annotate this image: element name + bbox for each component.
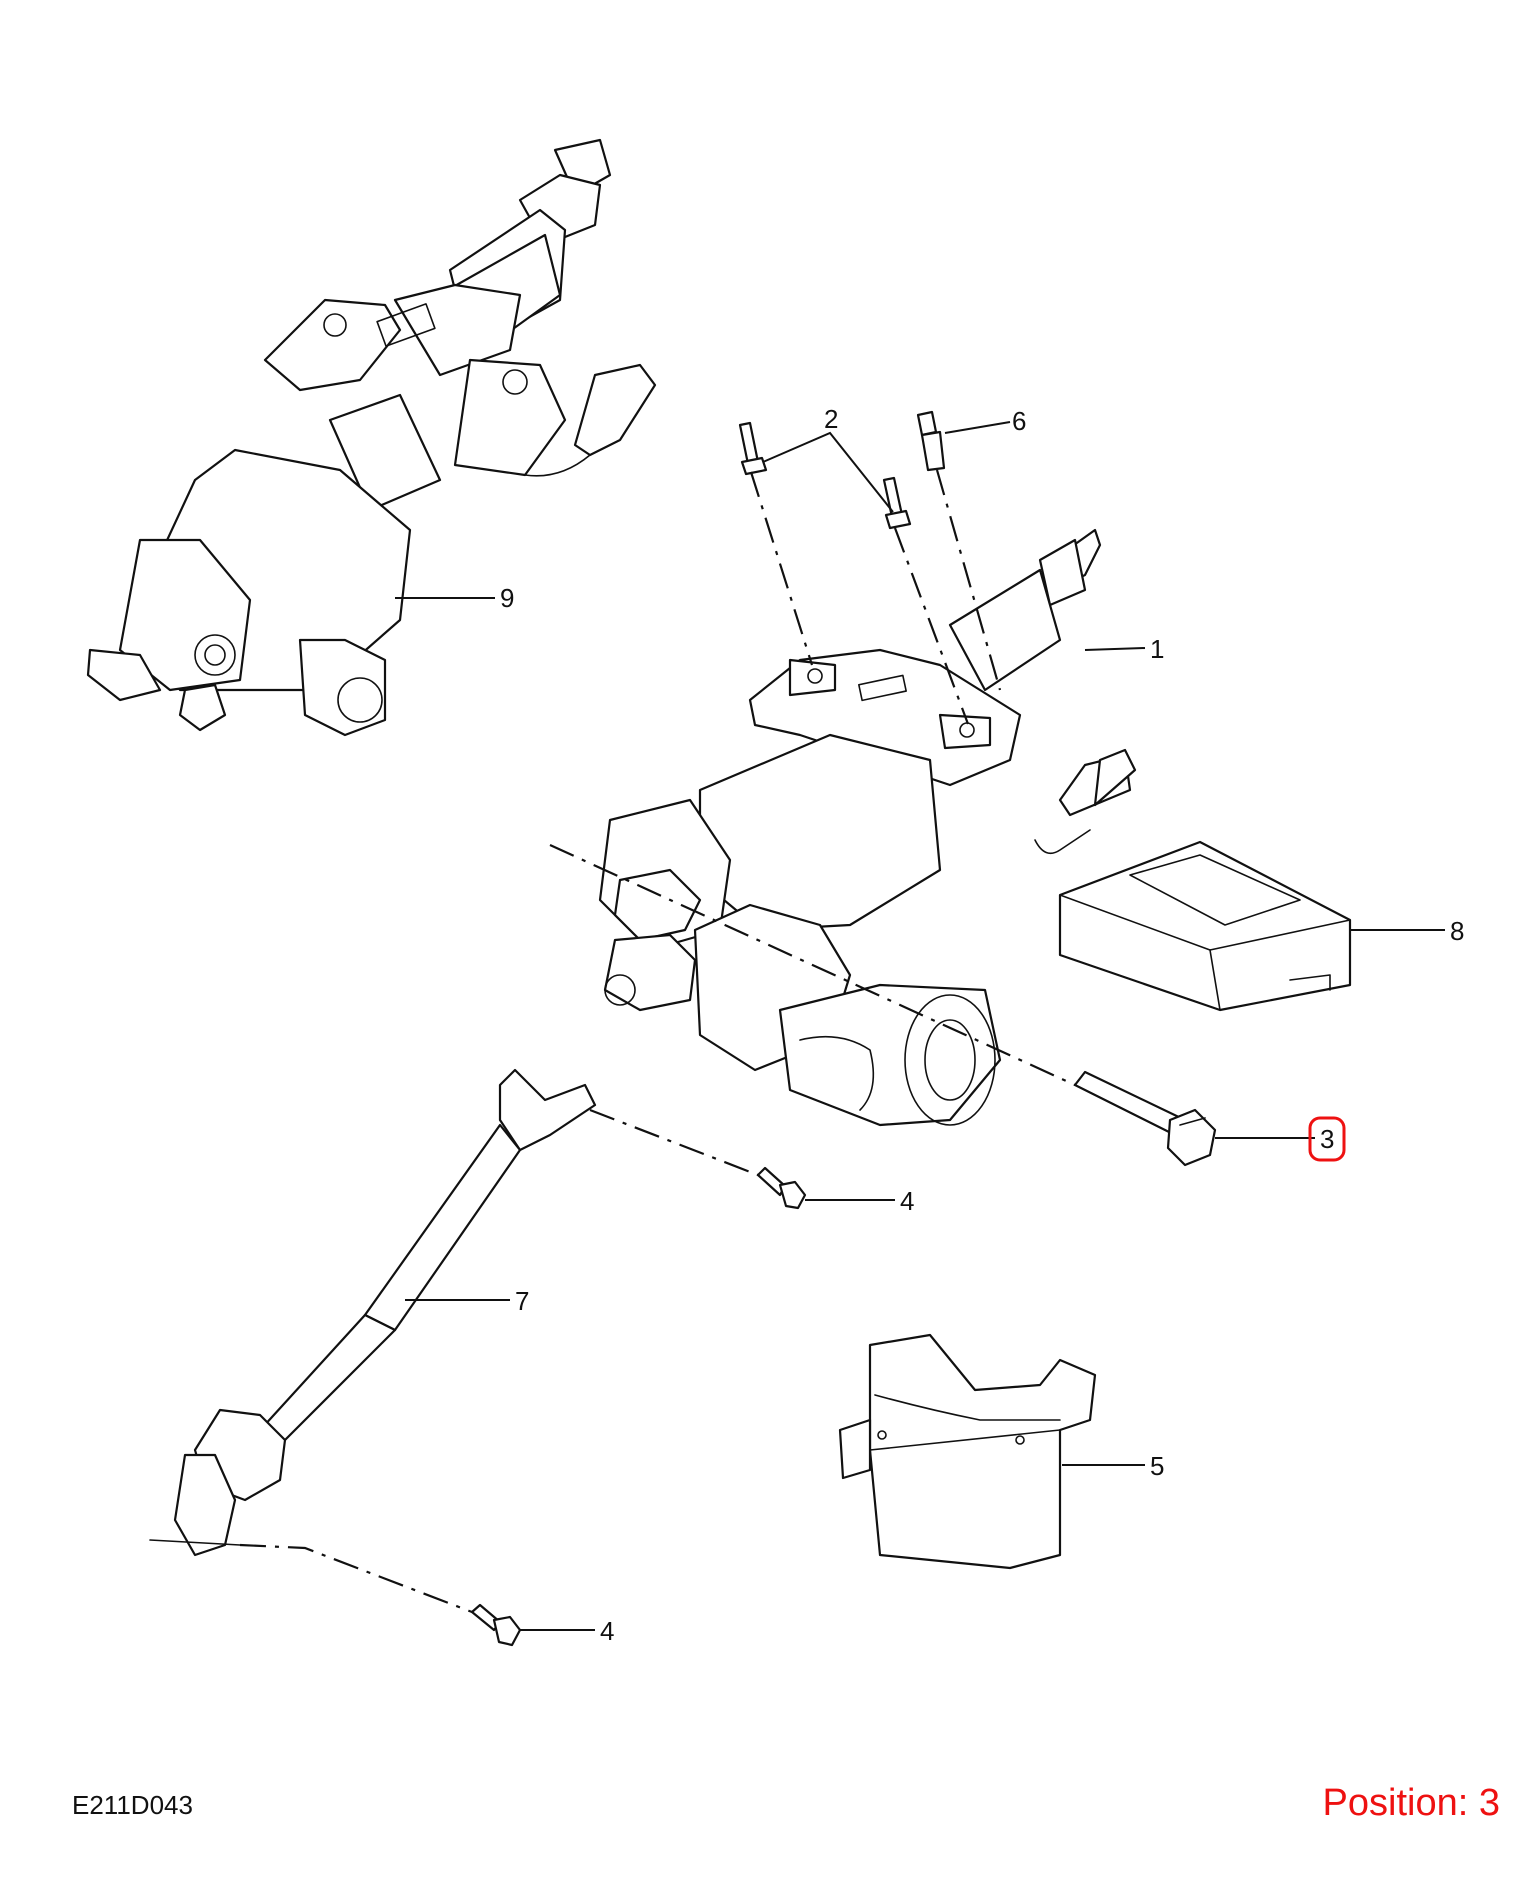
part-2-mounting-bolt-lower[interactable] — [882, 476, 912, 530]
callout-3-highlight — [1308, 1116, 1346, 1162]
drawing-code: E211D043 — [72, 1790, 193, 1820]
part-7-intermediate-shaft[interactable] — [149, 1068, 597, 1557]
position-label: Position: 3 — [1322, 1782, 1500, 1824]
callout-2: 2 — [824, 404, 838, 434]
callout-1: 1 — [1150, 634, 1164, 664]
part-6-stud[interactable] — [916, 410, 946, 472]
part-5-column-shroud[interactable] — [838, 1333, 1097, 1570]
callout-8: 8 — [1450, 916, 1464, 946]
part-1-steering-column[interactable] — [598, 528, 1137, 1127]
callout-6: 6 — [1012, 406, 1026, 436]
part-3-column-bolt[interactable] — [1073, 1070, 1217, 1167]
callout-4-lower: 4 — [600, 1616, 614, 1646]
part-2-mounting-bolt-upper[interactable] — [738, 421, 768, 476]
callout-9: 9 — [500, 583, 514, 613]
part-4-shaft-bolt-upper[interactable] — [756, 1166, 807, 1210]
assembly-lines — [239, 469, 1076, 1614]
callout-5: 5 — [1150, 1451, 1164, 1481]
part-9-steering-column-assembly[interactable] — [86, 138, 657, 737]
leader-lines — [395, 421, 1445, 1631]
part-4-shaft-bolt-lower[interactable] — [470, 1603, 522, 1647]
callout-7: 7 — [515, 1286, 529, 1316]
part-8-control-module[interactable] — [1058, 840, 1352, 1012]
callout-4-upper: 4 — [900, 1186, 914, 1216]
callout-3: 3 — [1320, 1124, 1334, 1154]
